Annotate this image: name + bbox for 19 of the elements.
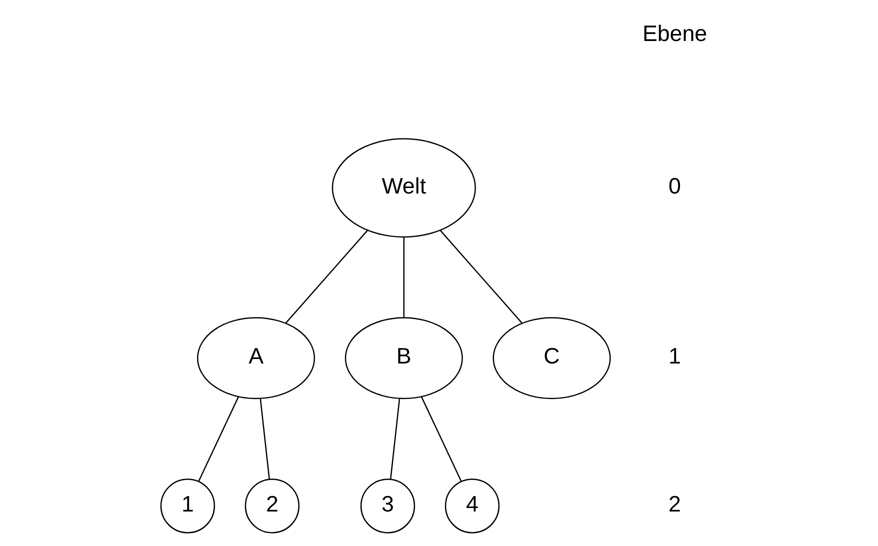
node-circle: 2 bbox=[244, 478, 300, 534]
connector bbox=[420, 396, 462, 482]
connector bbox=[285, 230, 368, 324]
node-circle: 4 bbox=[444, 478, 500, 534]
connector bbox=[198, 396, 239, 482]
label: 0 bbox=[668, 173, 681, 198]
node-circle: 1 bbox=[160, 478, 216, 534]
label: Ebene bbox=[642, 21, 708, 46]
connector bbox=[403, 237, 405, 318]
node-ellipse: Welt bbox=[332, 138, 476, 238]
node-ellipse: C bbox=[492, 317, 611, 400]
node-ellipse: B bbox=[344, 317, 463, 400]
label: 2 bbox=[668, 491, 681, 516]
connector bbox=[260, 398, 270, 480]
label: 1 bbox=[668, 344, 681, 369]
connector bbox=[440, 230, 523, 324]
node-ellipse: A bbox=[197, 317, 316, 400]
connector bbox=[390, 398, 400, 480]
node-circle: 3 bbox=[360, 478, 416, 534]
